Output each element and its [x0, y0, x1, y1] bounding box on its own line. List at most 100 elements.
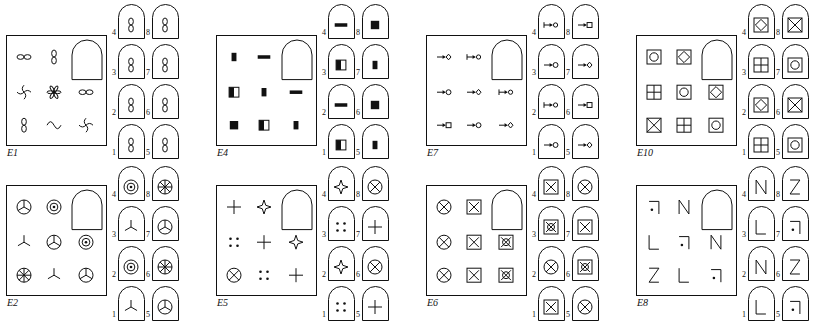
option-number: 8: [355, 191, 361, 199]
option-number: 6: [565, 109, 571, 117]
answer-tile: [153, 5, 179, 39]
option-number: 2: [321, 271, 327, 279]
matrix-frame: [637, 36, 737, 146]
matrix-figure: [437, 90, 451, 95]
answer-tile: [153, 167, 179, 201]
item-label: E4: [217, 148, 228, 158]
option-number: 8: [145, 191, 151, 199]
matrix-figure: [17, 85, 31, 99]
item-label: E10: [637, 148, 653, 158]
option-number: 6: [775, 109, 781, 117]
option-number: 8: [145, 29, 151, 37]
answer-tile: [119, 207, 145, 241]
option-number: 6: [355, 109, 361, 117]
matrix-figure: [257, 200, 271, 214]
answer-tile: [153, 207, 179, 241]
answer-tile: [749, 45, 775, 79]
answer-tile: [153, 85, 179, 119]
matrix-figure: [22, 118, 27, 132]
answer-tile: [573, 45, 599, 79]
option-number: 1: [111, 149, 117, 157]
item-label: E6: [427, 298, 438, 308]
matrix-panel: [217, 5, 389, 159]
answer-tile: [329, 207, 355, 241]
matrix-figure: [48, 268, 60, 279]
matrix-figure: [679, 237, 689, 250]
matrix-figure: [290, 90, 303, 94]
matrix-figure: [52, 50, 57, 64]
option-number: 7: [565, 69, 571, 77]
answer-tile: [539, 125, 565, 159]
matrix-figure: [649, 235, 659, 249]
option-number: 1: [531, 311, 537, 319]
answer-tile: [783, 167, 809, 201]
option-number: 8: [775, 191, 781, 199]
option-number: 2: [111, 271, 117, 279]
matrix-figure: [647, 118, 661, 132]
option-number: 8: [775, 29, 781, 37]
matrix-figure: [47, 85, 61, 99]
matrix-figure: [259, 270, 269, 280]
option-number: 6: [145, 109, 151, 117]
matrix-figure: [677, 118, 691, 132]
option-number: 1: [531, 149, 537, 157]
item-label: E5: [217, 298, 228, 308]
answer-tile: [153, 45, 179, 79]
option-number: 5: [355, 149, 361, 157]
matrix-figure: [711, 235, 721, 249]
matrix-frame: [217, 186, 317, 296]
blank-cell: [72, 40, 102, 80]
answer-tile: [783, 5, 809, 39]
option-number: 1: [321, 311, 327, 319]
matrix-figure: [227, 200, 241, 214]
item-label: E8: [637, 298, 648, 308]
matrix-figure: [289, 268, 303, 282]
answer-tile: [363, 167, 389, 201]
matrix-frame: [217, 36, 317, 146]
answer-tile: [749, 85, 775, 119]
matrix-frame: [7, 36, 107, 146]
matrix-figure: [289, 235, 303, 249]
answer-tile: [573, 85, 599, 119]
matrix-figure: [79, 118, 93, 132]
matrix-figure: [257, 235, 271, 249]
matrix-figure: [79, 235, 93, 249]
answer-tile: [119, 5, 145, 39]
matrix-figure: [467, 123, 481, 128]
option-number: 5: [565, 311, 571, 319]
answer-tile: [539, 247, 565, 281]
answer-tile: [573, 5, 599, 39]
matrix-figure: [258, 55, 271, 59]
matrix-figure: [437, 123, 451, 128]
matrix-figure: [259, 120, 269, 130]
matrix-figure: [232, 53, 237, 61]
answer-tile: [153, 125, 179, 159]
option-number: 3: [321, 69, 327, 77]
matrix-frame: [427, 36, 527, 146]
option-number: 2: [741, 271, 747, 279]
matrix-figure: [227, 268, 241, 282]
option-number: 5: [145, 149, 151, 157]
answer-tile: [749, 207, 775, 241]
matrix-figure: [47, 235, 61, 249]
answer-tile: [539, 45, 565, 79]
answer-tile: [329, 85, 355, 119]
matrix-figure: [18, 235, 30, 246]
matrix-figure: [437, 54, 451, 60]
answer-tile: [539, 207, 565, 241]
item-label: E7: [427, 148, 438, 158]
answer-tile: [119, 125, 145, 159]
answer-tile: [573, 207, 599, 241]
option-number: 1: [741, 149, 747, 157]
option-number: 3: [741, 231, 747, 239]
answer-tile: [783, 287, 809, 321]
matrix-figure: [679, 200, 689, 214]
option-number: 7: [775, 231, 781, 239]
answer-tile: [573, 125, 599, 159]
matrix-figure: [17, 268, 31, 282]
answer-tile: [783, 207, 809, 241]
answer-tile: [749, 5, 775, 39]
option-number: 6: [775, 271, 781, 279]
option-number: 5: [775, 311, 781, 319]
matrix-figure: [467, 235, 481, 249]
